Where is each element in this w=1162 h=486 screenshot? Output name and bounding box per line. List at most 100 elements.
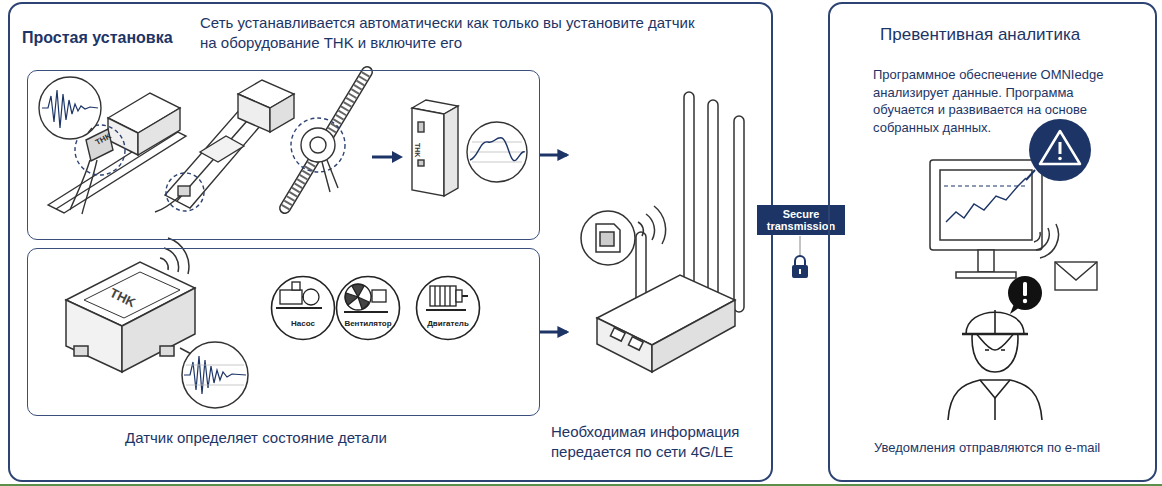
linear-guide-illustration-part bbox=[39, 77, 101, 139]
node-text: Сеть устанавливается автоматически как т… bbox=[200, 13, 705, 52]
ball-screw-illustration-part bbox=[285, 72, 367, 208]
motor-icon bbox=[426, 286, 468, 310]
linear-guide-illustration-part bbox=[88, 128, 92, 133]
motor-icon-part bbox=[434, 286, 435, 306]
worker-illustration-part bbox=[994, 310, 996, 334]
motor-icon-part bbox=[444, 286, 445, 306]
gateway-router-illustration-part bbox=[597, 318, 652, 372]
fan-icon-part bbox=[345, 284, 371, 310]
fan-icon bbox=[344, 284, 388, 312]
monitor-illustration-part bbox=[930, 160, 1042, 250]
flow-arrow-part bbox=[392, 151, 403, 163]
wireless-sensor-illustration-part bbox=[160, 346, 174, 356]
linear-guide-illustration-part bbox=[42, 90, 98, 128]
warning-icon bbox=[1026, 119, 1091, 181]
worker-illustration-part bbox=[980, 380, 1010, 398]
worker-illustration-part bbox=[972, 332, 1018, 372]
edge-device-illustration-part bbox=[444, 106, 458, 196]
signal-graph-illustration-part bbox=[472, 162, 522, 163]
monitor-illustration bbox=[930, 160, 1058, 278]
flow-arrow bbox=[372, 151, 403, 163]
worker-illustration-part bbox=[948, 380, 1042, 420]
lock-icon bbox=[792, 236, 808, 278]
edge-device-illustration-part bbox=[412, 108, 444, 196]
lock-icon-part bbox=[800, 236, 801, 256]
signal-graph-illustration-part bbox=[467, 122, 527, 182]
circle-outline bbox=[270, 275, 336, 341]
monitor-illustration-part bbox=[944, 185, 1028, 186]
gateway-router-illustration bbox=[581, 92, 744, 372]
alert-icon-part bbox=[1008, 276, 1042, 310]
actuator-illustration-part bbox=[238, 94, 270, 132]
worker-illustration-part bbox=[1001, 349, 1005, 351]
caption-label: Датчик определяет состояние детали bbox=[125, 428, 445, 448]
monitor-illustration-part bbox=[978, 250, 994, 272]
wireless-sensor-illustration-part bbox=[168, 238, 189, 274]
node-text: Превентивная аналитика bbox=[880, 24, 1150, 46]
box-node: НасосВентилятор Двигатель THK bbox=[27, 248, 540, 416]
edge-device-illustration-part bbox=[418, 122, 424, 132]
linear-guide-illustration-part bbox=[70, 160, 90, 210]
worker-illustration bbox=[948, 310, 1042, 420]
circle-node: Вентилятор bbox=[335, 275, 401, 341]
pump-icon-part bbox=[292, 282, 300, 290]
motor-icon-part bbox=[439, 286, 440, 306]
node-text: THK bbox=[413, 143, 422, 173]
actuator-illustration-part bbox=[270, 94, 294, 132]
node-text: Простая установка bbox=[22, 28, 202, 49]
motor-icon-part bbox=[430, 286, 456, 306]
wireless-sensor-illustration-part bbox=[164, 248, 179, 272]
ball-screw-illustration-part bbox=[310, 137, 326, 153]
lock-icon-part bbox=[792, 265, 808, 278]
gateway-router-illustration-part bbox=[638, 222, 643, 236]
motor-icon-part bbox=[456, 290, 462, 302]
linear-guide-illustration-part bbox=[82, 160, 97, 214]
warning-icon-part bbox=[1029, 119, 1091, 181]
wireless-sensor-illustration-part bbox=[184, 356, 246, 394]
wireless-sensor-illustration-part bbox=[74, 346, 88, 356]
warning-icon-part bbox=[1040, 131, 1080, 164]
plain-node: Необходимая информация передается по сет… bbox=[567, 87, 767, 472]
node-text: THK bbox=[94, 125, 125, 148]
gateway-router-illustration-part bbox=[684, 92, 694, 292]
ball-screw-illustration-part bbox=[285, 72, 367, 208]
node-text: Вентилятор bbox=[335, 319, 401, 329]
circle-node: Двигатель bbox=[415, 275, 481, 341]
circle-shape bbox=[272, 277, 335, 340]
wireless-sensor-illustration-part bbox=[186, 385, 244, 386]
gateway-router-illustration-part bbox=[610, 328, 625, 341]
gateway-router-illustration-part bbox=[628, 337, 643, 350]
gateway-router-illustration-part bbox=[581, 211, 635, 265]
edge-device-illustration bbox=[412, 100, 458, 196]
node-text: THK bbox=[107, 285, 159, 322]
node-text: Необходимая информация передается по сет… bbox=[551, 422, 776, 461]
circle-outline bbox=[335, 275, 401, 341]
fan-icon-part bbox=[358, 297, 369, 309]
monitor-illustration-part bbox=[940, 170, 1032, 240]
wireless-sensor-illustration-part bbox=[182, 342, 248, 408]
flow-arrow-part bbox=[372, 156, 393, 159]
circle-shape bbox=[417, 277, 480, 340]
node-text: Уведомления отправляются по e-mail bbox=[874, 440, 1154, 457]
node-text: Насос bbox=[270, 319, 336, 329]
circle-shape bbox=[337, 277, 400, 340]
fan-icon-part bbox=[345, 293, 358, 305]
warning-icon-part bbox=[1059, 142, 1062, 154]
monitor-illustration-part bbox=[1034, 232, 1040, 242]
node-text: Программное обеспечение OMNIedge анализи… bbox=[873, 66, 1123, 136]
motor-icon-part bbox=[449, 286, 450, 306]
motor-icon-part bbox=[462, 295, 468, 297]
monitor-illustration-part bbox=[1040, 224, 1058, 258]
monitor-illustration-part bbox=[1036, 228, 1049, 250]
pump-icon-part bbox=[302, 296, 304, 297]
monitor-illustration-part bbox=[946, 178, 1026, 222]
band-node: Secure transmission bbox=[757, 205, 845, 235]
worker-illustration-part bbox=[994, 398, 996, 420]
email-icon bbox=[1055, 262, 1097, 290]
alert-icon-part bbox=[1010, 304, 1020, 314]
wireless-sensor-illustration-part bbox=[186, 365, 244, 366]
warning-icon-part bbox=[1058, 157, 1062, 161]
alert-icon bbox=[1008, 276, 1042, 314]
